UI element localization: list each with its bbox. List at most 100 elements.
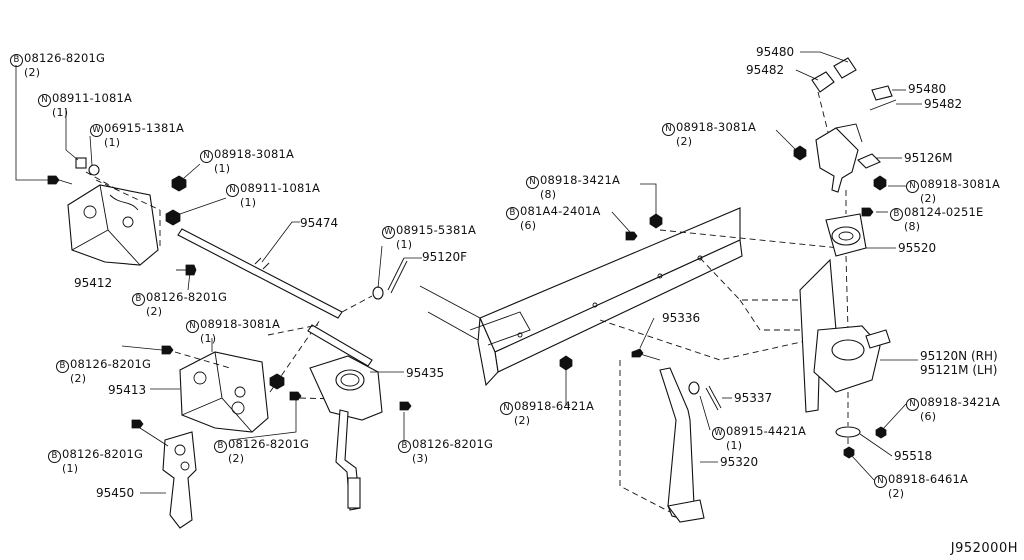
part-label-95336: 95336 (662, 311, 701, 325)
callout-number: 08918-6421A (514, 399, 595, 413)
callout-qty: (1) (52, 106, 69, 119)
callout-qty: (1) (726, 439, 743, 452)
badge-icon: B (10, 54, 23, 67)
badge-icon: N (906, 398, 919, 411)
callout-number: 08126-8201G (62, 447, 144, 461)
callout-number: 08126-8201G (146, 290, 228, 304)
callout-qty: (1) (240, 196, 257, 209)
part-label-95518: 95518 (894, 449, 933, 463)
part-label-95482-b: 95482 (924, 97, 963, 111)
part-label-95474: 95474 (300, 216, 339, 230)
part-label-95435: 95435 (406, 366, 445, 380)
callout-number: 08918-3081A (676, 120, 757, 134)
badge-icon: B (506, 207, 519, 220)
callout-qty: (2) (70, 372, 87, 385)
washer-and-clip (372, 245, 422, 300)
callout-qty: (1) (214, 162, 231, 175)
badge-icon: W (712, 427, 725, 440)
badge-icon: B (890, 208, 903, 221)
callout-qty: (8) (540, 188, 557, 201)
callout-qty: (2) (888, 487, 905, 500)
badge-icon: N (38, 94, 51, 107)
diagram-reference-code: J952000H (950, 541, 1018, 556)
badge-icon: W (90, 124, 103, 137)
callout-qty: (6) (520, 219, 537, 232)
callout-number: 08911-1081A (52, 91, 133, 105)
leaders-upper-left (15, 65, 227, 291)
part-label-95121M: 95121M (LH) (920, 363, 998, 377)
callout-qty: (2) (514, 414, 531, 427)
callout-number: 08918-3081A (920, 177, 1001, 191)
callout-qty: (2) (146, 305, 163, 318)
part-label-95482-a: 95482 (746, 63, 785, 77)
badge-icon: N (200, 150, 213, 163)
callout-qty: (6) (920, 410, 937, 423)
part-label-95480-b: 95480 (908, 82, 947, 96)
callout-number: 08124-0251E (904, 205, 984, 219)
frame-rail (419, 183, 861, 406)
badge-icon: N (500, 402, 513, 415)
badge-icon: N (526, 176, 539, 189)
rod-95474 (177, 221, 373, 319)
badge-icon: B (214, 440, 227, 453)
part-label-95450: 95450 (96, 486, 135, 500)
badge-icon: N (186, 320, 199, 333)
callout-qty: (1) (396, 238, 413, 251)
badge-icon: N (874, 475, 887, 488)
part-label-95120N: 95120N (RH) (920, 349, 998, 363)
callout-qty: (2) (920, 192, 937, 205)
callout-number: 08126-8201G (24, 51, 106, 65)
badge-icon: N (662, 123, 675, 136)
part-label-95320: 95320 (720, 455, 759, 469)
part-label-95120F: 95120F (422, 250, 468, 264)
callout-qty: (3) (412, 452, 429, 465)
callout-qty: (2) (228, 452, 245, 465)
badge-icon: B (398, 440, 411, 453)
right-assembly (775, 51, 922, 481)
callout-qty: (8) (904, 220, 921, 233)
callout-qty: (2) (676, 135, 693, 148)
callout-number: 08126-8201G (228, 437, 310, 451)
badge-icon: N (906, 180, 919, 193)
callout-number: 08911-1081A (240, 181, 321, 195)
badge-icon: B (48, 450, 61, 463)
badge-icon: N (226, 184, 239, 197)
part-label-95480-a: 95480 (756, 45, 795, 59)
callout-number: 08918-6461A (888, 472, 969, 486)
callout-number: 08126-8201G (412, 437, 494, 451)
callout-number: 08915-4421A (726, 424, 807, 438)
hardware-upper-left (47, 157, 197, 276)
callout-number: 08918-3081A (214, 147, 295, 161)
part-label-95412: 95412 (74, 276, 113, 290)
callout-number: 081A4-2401A (520, 204, 601, 218)
bracket-95412 (67, 184, 159, 266)
callout-number: 06915-1381A (104, 121, 185, 135)
badge-icon: W (382, 226, 395, 239)
badge-icon: B (132, 293, 145, 306)
callout-qty: (1) (104, 136, 121, 149)
part-label-95413: 95413 (108, 383, 147, 397)
callout-number: 08126-8201G (70, 357, 152, 371)
part-label-95520: 95520 (898, 241, 937, 255)
